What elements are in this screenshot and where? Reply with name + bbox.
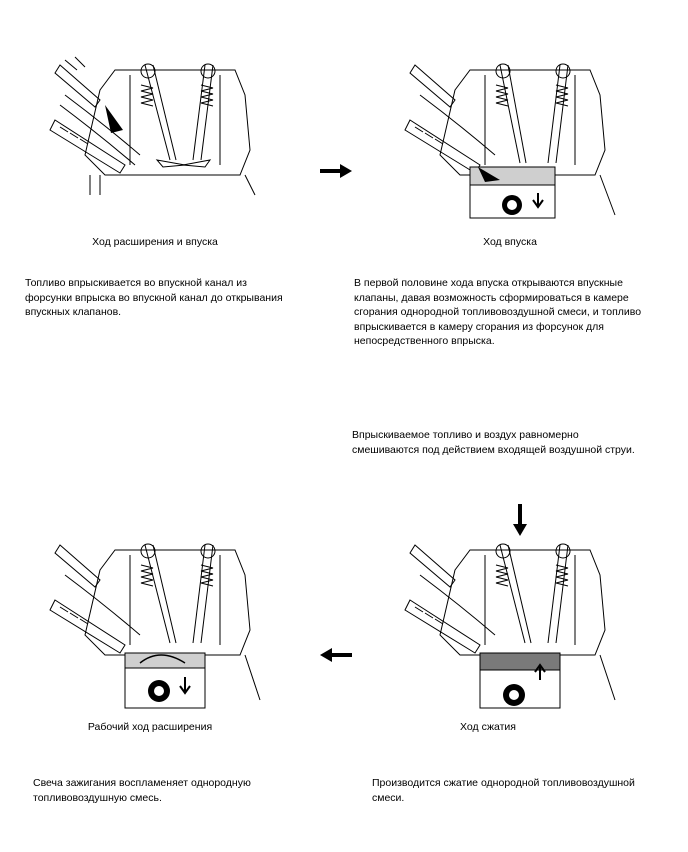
text-line: Топливо впрыскивается во впускной канал …	[25, 277, 247, 289]
panel-intake	[400, 55, 630, 220]
text-line: непосредственного впрыска.	[354, 335, 495, 347]
text-line: форсунки впрыска во впускной канал до от…	[25, 291, 283, 304]
engine-diagram-port-injection	[49, 56, 256, 196]
mixing-note: Впрыскиваемое топливо и воздух равномерн…	[352, 428, 682, 458]
text-line: сгорания однородной топливовоздушной сме…	[354, 306, 642, 318]
mixture-fill	[479, 652, 561, 671]
flame-front	[139, 654, 186, 664]
arrow-left	[320, 648, 352, 662]
panel-power	[45, 535, 275, 710]
arrow-down	[513, 504, 527, 536]
arrow-right	[320, 164, 352, 178]
caption-compression: Ход сжатия	[460, 721, 516, 733]
text-line: впускных клапанов.	[25, 306, 122, 318]
text-line: смешиваются под действием входящей возду…	[352, 444, 635, 456]
text-line: Производится сжатие однородной топливово…	[372, 777, 635, 789]
panel-compression	[400, 535, 630, 710]
text-intake: В первой половине хода впуска открываютс…	[354, 276, 674, 349]
text-power: Свеча зажигания воспламеняет однородную …	[33, 776, 333, 805]
text-expansion-intake: Топливо впрыскивается во впускной канал …	[25, 276, 325, 320]
text-line: топливовоздушную смесь.	[33, 791, 162, 804]
engine-diagram-compression	[404, 543, 616, 709]
text-line: смеси.	[372, 791, 405, 804]
caption-intake: Ход впуска	[483, 236, 537, 248]
caption-expansion-intake: Ход расширения и впуска	[92, 236, 218, 248]
engine-diagram-intake	[404, 63, 616, 219]
text-line: впрыскивается в камеру сгорания из форсу…	[354, 320, 604, 333]
text-line: В первой половине хода впуска открываютс…	[354, 277, 623, 289]
panel-expansion-intake	[45, 55, 275, 200]
text-line: клапаны, давая возможность сформироватьс…	[354, 291, 629, 304]
text-line: Свеча зажигания воспламеняет однородную	[33, 777, 251, 789]
text-compression: Производится сжатие однородной топливово…	[372, 776, 682, 805]
caption-power: Рабочий ход расширения	[87, 721, 213, 733]
engine-diagram-power	[49, 543, 261, 709]
text-line: Впрыскиваемое топливо и воздух равномерн…	[352, 429, 579, 441]
